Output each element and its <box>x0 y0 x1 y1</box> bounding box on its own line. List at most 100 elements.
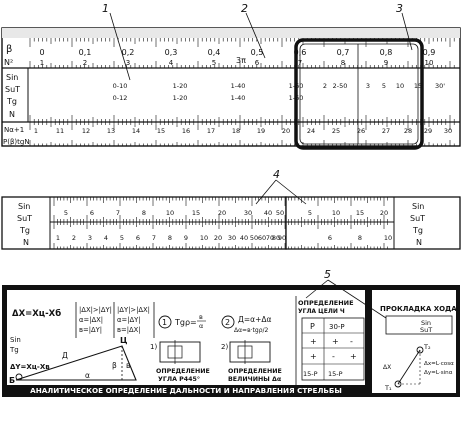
triangle-label-d: Д <box>62 351 68 360</box>
table-cell: 15-P <box>328 370 343 378</box>
table-cell: + <box>310 337 317 346</box>
slide-tg-label: 1-20 <box>173 94 188 102</box>
formula-2: Д=α+Δα <box>238 315 272 324</box>
callout-line-3 <box>401 12 413 51</box>
def-angle-0: ОПРЕДЕЛЕНИЕ <box>156 368 210 375</box>
callout-line-1 <box>109 12 131 81</box>
scale-3pi: 3π <box>236 56 246 65</box>
def-target-0: ОПРЕДЕЛЕНИЕ <box>298 299 354 307</box>
slide-sin-label: 3 <box>366 82 370 90</box>
label-pbeta: P(β)tgN <box>3 138 30 146</box>
beta-scale-label: 0 <box>39 48 44 57</box>
def-value-1: ВЕЛИЧИНЫ Δα <box>228 376 282 383</box>
table-cell: + <box>332 337 339 346</box>
bottom-scale-label: 16 <box>182 127 190 135</box>
bottom-scale-label: 14 <box>132 127 140 135</box>
right-vector-sketch: T₂ T₁ ΔX Δx=L·cosα Δy=L·sinα <box>383 343 454 392</box>
mid-upper-label: 40 <box>264 209 272 217</box>
triangle-label-beta: β <box>112 361 117 370</box>
bottom-scale-label: 27 <box>382 127 390 135</box>
bottom-scale-label: 24 <box>307 127 315 135</box>
bottom-scale-label: 13 <box>107 127 115 135</box>
top-rule-body <box>1 27 461 147</box>
beta-scale-label: 0,6 <box>294 48 307 57</box>
beta-scale-label: 0,1 <box>79 48 92 57</box>
formula-2-sub: Δα=в·tgρ/2 <box>234 327 269 334</box>
label-n2: N² <box>4 58 13 67</box>
mid-right-label-sut: SuT <box>410 214 425 223</box>
bottom-scale-label: 30 <box>444 127 452 135</box>
bottom-slide-rule: АНАЛИТИЧЕСКОЕ ОПРЕДЕЛЕНИЕ ДАЛЬНОСТИ И НА… <box>2 268 460 397</box>
callout-line-4a <box>255 179 277 205</box>
bottom-scale-label: 29 <box>424 127 432 135</box>
mid-lower-label: 30 <box>228 234 236 242</box>
callout-4: 4 <box>273 168 280 181</box>
slide-sin-label: 1-20 <box>173 82 188 90</box>
bottom-scale-label: 17 <box>207 127 215 135</box>
bottom-scale-label: 25 <box>332 127 340 135</box>
mid-lower-label: 8 <box>168 234 172 242</box>
bottom-scale-label: 15 <box>157 127 165 135</box>
bottom-scale-label: 28 <box>404 127 412 135</box>
n2-scale-label: 9 <box>384 59 388 67</box>
slide-tg-label: 1-60 <box>289 94 304 102</box>
mid-right-upper-label: 5 <box>308 209 312 217</box>
mid-right-upper-label: 20 <box>380 209 388 217</box>
mid-right-lower-label: 8 <box>358 234 362 242</box>
sub1-box <box>159 341 201 363</box>
mid-upper-label: 5 <box>64 209 68 217</box>
triangle-label-v: в <box>126 361 130 370</box>
table-cell: + <box>350 352 357 361</box>
label-beta: β <box>6 44 12 55</box>
triangle-label-b: Б <box>9 376 15 385</box>
bottom-scale-label: 12 <box>82 127 90 135</box>
sub1-label: 1) <box>150 343 157 351</box>
right-label-formula-x: Δx=L·cosα <box>424 361 454 367</box>
slide-sin-label: 2 <box>323 82 327 90</box>
sub2-box <box>229 341 271 363</box>
right-label-sut: SuT <box>420 326 432 334</box>
mid-right-label-tg: Tg <box>412 226 423 235</box>
mid-lower-label: 9 <box>184 234 188 242</box>
mid-lower-label: 50 <box>250 234 258 242</box>
mid-right-label-sin: Sin <box>412 202 424 211</box>
top-rule-edge <box>2 28 460 38</box>
slide-tg-label: 0-12 <box>113 94 128 102</box>
bottom-scale-label: 11 <box>56 127 64 135</box>
beta-scale-label: 0,2 <box>122 48 135 57</box>
table-cell: 30-P <box>329 323 345 331</box>
slide-sin-label: 0-10 <box>113 82 128 90</box>
formula-col1-2: в=|ΔY| <box>79 326 102 334</box>
bottom-rule-left-panel <box>7 290 365 393</box>
slide-sin-label: 2-50 <box>333 82 348 90</box>
mid-upper-label: 8 <box>142 209 146 217</box>
mid-right-lower-label: 10 <box>384 234 392 242</box>
mid-upper-label: 50 <box>276 209 284 217</box>
slide-sin-label: 5 <box>382 82 386 90</box>
mid-lower-label: 1 <box>56 234 60 242</box>
label-tg: Tg <box>6 97 17 106</box>
mid-right-upper-label: 10 <box>332 209 340 217</box>
triangle-sketch: Ц Б Д α β в <box>9 336 137 385</box>
formula-col1-1: α=|ΔX| <box>79 316 103 324</box>
sub2-sketch <box>229 340 271 364</box>
beta-scale-label: 0,5 <box>251 48 264 57</box>
item1-num: 1 <box>162 318 167 327</box>
vector-start <box>394 380 402 388</box>
n2-scale-label: 3 <box>126 59 130 67</box>
def-value-0: ОПРЕДЕЛЕНИЕ <box>228 368 282 375</box>
def-target-1: УГЛА ЦЕЛИ Ч <box>298 308 345 315</box>
n2-scale-label: 8 <box>341 59 345 67</box>
slide-sin-label: 30' <box>435 82 445 90</box>
mid-right-lower-label: 6 <box>328 234 332 242</box>
n2-scale-label: 7 <box>298 59 302 67</box>
right-label-t2: T₂ <box>423 343 431 351</box>
beta-scale-label: 0,7 <box>337 48 350 57</box>
triangle-label-c: Ц <box>120 336 127 345</box>
bottom-scale-label: 18 <box>232 127 240 135</box>
callout-1: 1 <box>102 2 109 15</box>
mid-lower-label: 20 <box>214 234 222 242</box>
mid-right-upper-label: 15 <box>356 209 364 217</box>
mid-upper-label: 20 <box>218 209 226 217</box>
